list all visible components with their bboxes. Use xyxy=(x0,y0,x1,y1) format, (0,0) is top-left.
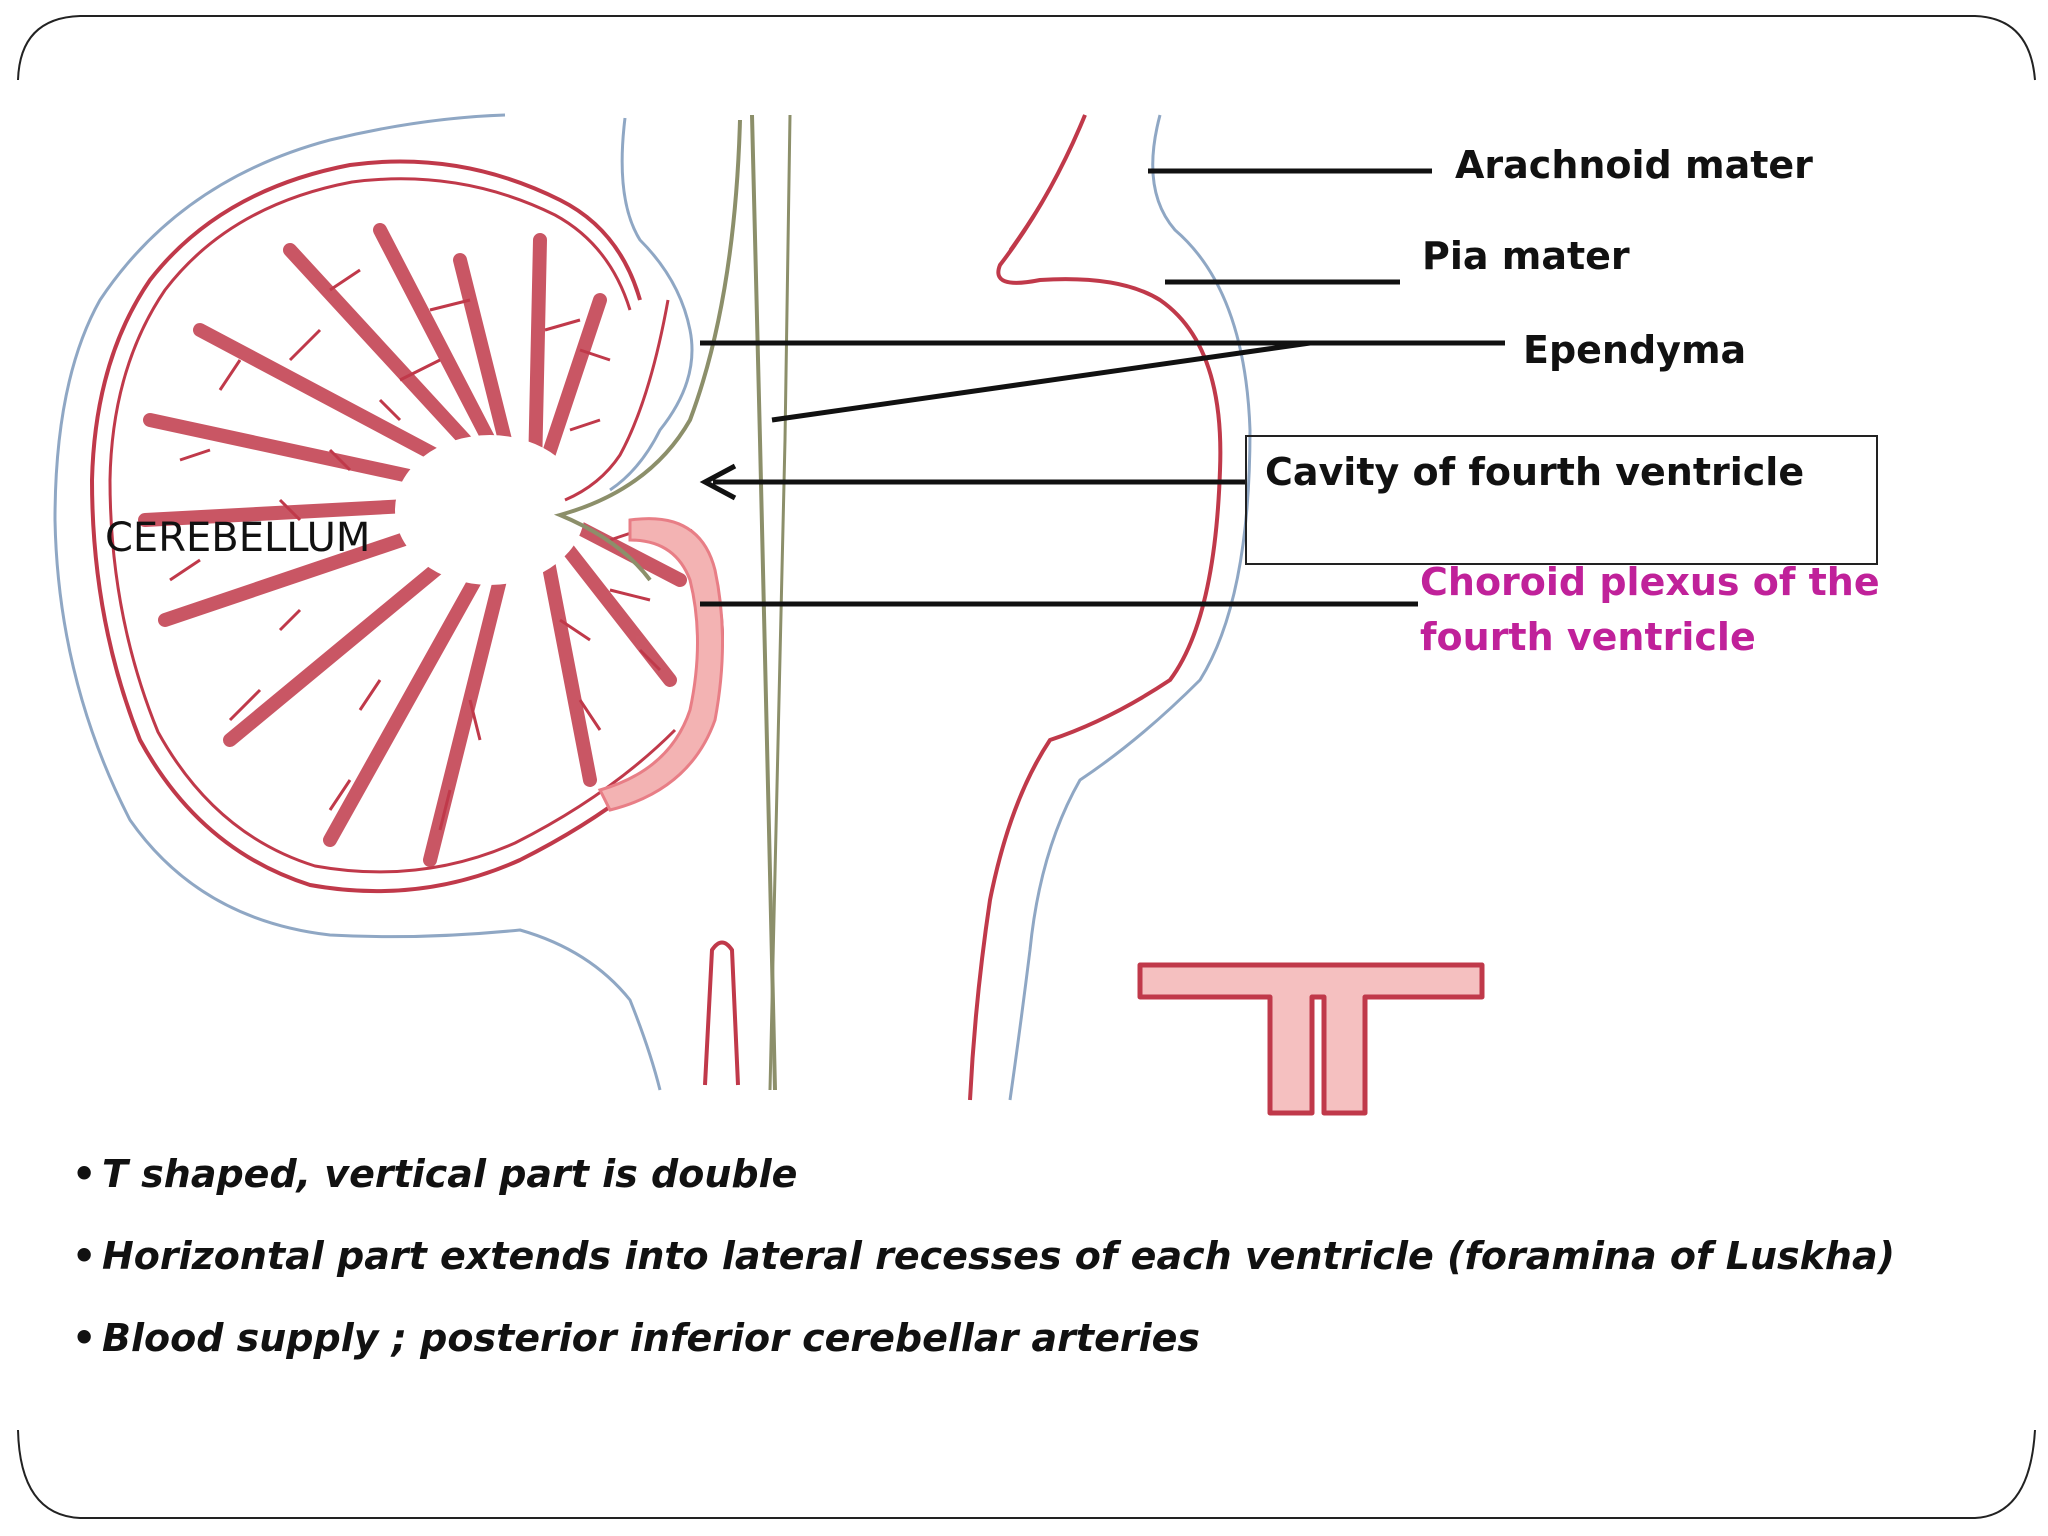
brainstem-pia xyxy=(968,114,1223,1101)
label-ependyma: Ependyma xyxy=(1523,328,1747,372)
notes-list: •T shaped, vertical part is double •Hori… xyxy=(72,1150,1895,1396)
cerebellum-outline-inner xyxy=(108,177,677,874)
bullet-dot: • xyxy=(72,1316,97,1360)
label-cerebellum: CEREBELLUM xyxy=(105,515,371,561)
bullet-dot: • xyxy=(72,1152,97,1196)
leader-ependyma-2 xyxy=(771,340,1311,423)
note-text: Horizontal part extends into lateral rec… xyxy=(102,1234,1895,1278)
cavity-label-box xyxy=(1245,435,1878,565)
medulla-vertical-olive-2 xyxy=(768,114,792,1091)
label-arachnoid-mater: Arachnoid mater xyxy=(1455,143,1813,187)
t-shaped-choroid-inset xyxy=(1137,962,1485,1116)
choroid-plexus xyxy=(597,517,724,812)
medulla-vertical-olive xyxy=(750,114,777,1091)
folia-lamellae xyxy=(169,268,662,831)
cavity-arrowhead xyxy=(699,463,737,501)
brainstem-arachnoid xyxy=(1008,114,1252,1101)
label-cavity-of-fourth-ventricle: Cavity of fourth ventricle xyxy=(1265,450,1805,494)
note-item: •T shaped, vertical part is double xyxy=(72,1150,1895,1232)
note-text: Blood supply ; posterior inferior cerebe… xyxy=(102,1316,1201,1360)
superior-medullary-velum xyxy=(564,299,670,502)
slide-frame xyxy=(17,15,2036,1519)
leader-lines xyxy=(700,168,1505,607)
ependyma-roof xyxy=(553,119,742,582)
label-choroid-plexus-line2: fourth ventricle xyxy=(1420,615,1756,659)
note-text: T shaped, vertical part is double xyxy=(102,1152,798,1196)
bullet-dot: • xyxy=(72,1234,97,1278)
cerebellum-arachnoid xyxy=(53,113,662,1091)
label-pia-mater: Pia mater xyxy=(1422,234,1630,278)
brainstem-pia-inner xyxy=(1008,114,1087,251)
cerebellum-arachnoid-inner xyxy=(609,117,694,492)
note-item: •Blood supply ; posterior inferior cereb… xyxy=(72,1314,1895,1396)
cerebellum-medulla xyxy=(395,435,585,585)
note-item: •Horizontal part extends into lateral re… xyxy=(72,1232,1895,1314)
central-canal xyxy=(703,940,740,1086)
label-choroid-plexus-line1: Choroid plexus of the xyxy=(1420,560,1880,604)
